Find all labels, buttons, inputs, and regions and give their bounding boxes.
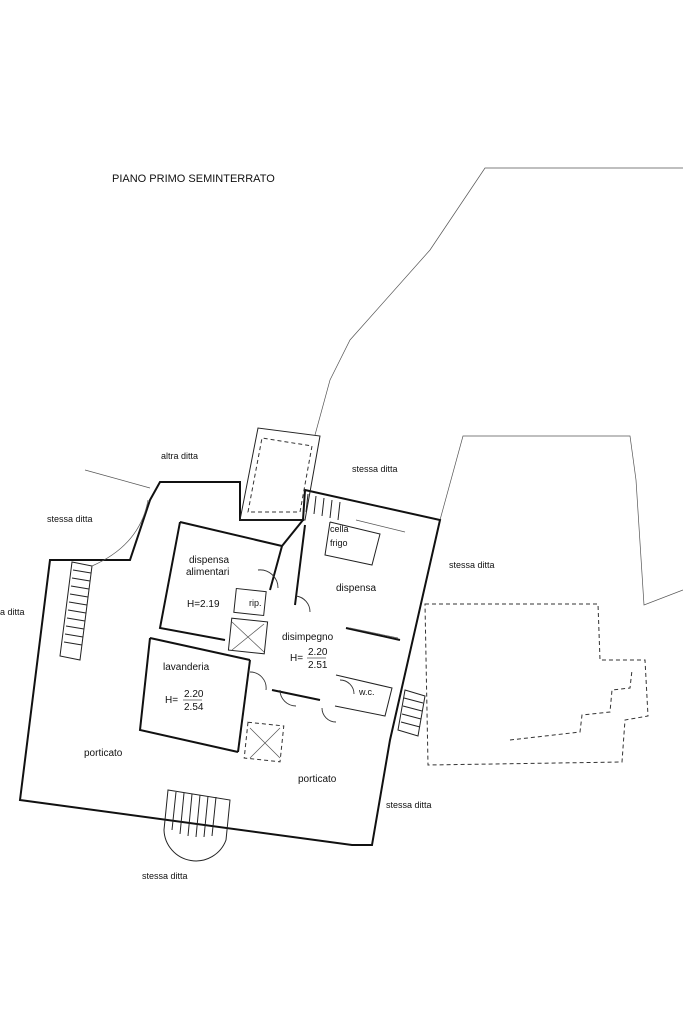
label-lavanderia-h: H= [165, 695, 178, 706]
curved-wall-left [91, 499, 149, 567]
wall-lavanderia-left [138, 637, 239, 753]
stair-top [305, 493, 341, 521]
wall-cella [324, 521, 381, 566]
stair-right [397, 689, 426, 737]
wall-dispensa-bottom [345, 627, 401, 641]
label-dispensa-alimentari-2: alimentari [186, 567, 229, 578]
label-porticato-right: porticato [298, 774, 337, 785]
door-dispensa [295, 595, 311, 613]
label-stessa-ditta-bottom-right: stessa ditta [386, 800, 432, 810]
wall-left-inner [158, 521, 226, 641]
wall-center [281, 519, 304, 547]
label-disimpegno-h: H= [290, 653, 303, 664]
door-porticato [279, 689, 297, 707]
shelf-2 [349, 627, 399, 639]
label-altra-ditta: altra ditta [161, 451, 198, 461]
stair-bottom [163, 789, 231, 862]
label-cella: cella [330, 524, 349, 534]
label-porticato-left: porticato [84, 748, 123, 759]
label-stessa-ditta-far-left: a ditta [0, 607, 25, 617]
label-disimpegno-h-top: 2.20 [308, 647, 328, 658]
fence-left [84, 469, 151, 489]
label-stessa-ditta-left: stessa ditta [47, 514, 93, 524]
label-dispensa-alimentari-h: H=2.19 [187, 599, 220, 610]
right-dashed-inner [509, 669, 633, 741]
label-disimpegno: disimpegno [282, 632, 334, 643]
wall-wc [334, 674, 393, 717]
door-lavanderia [249, 671, 267, 691]
shaft-top [239, 427, 321, 521]
door-disimpegno [321, 707, 337, 723]
wall-lavanderia-right [237, 659, 251, 753]
label-lavanderia: lavanderia [163, 662, 210, 673]
shaft-top-dashed [247, 437, 313, 513]
lift-cross-2 [231, 623, 265, 651]
label-lavanderia-h-top: 2.20 [184, 689, 204, 700]
lift-shaft [227, 617, 269, 655]
wall-disimpegno-bottom [271, 689, 321, 701]
rip-closet [233, 587, 267, 617]
property-boundary-right [439, 435, 683, 606]
door-dispensa-alimentari [257, 569, 279, 589]
wall-dispensa-left [294, 524, 306, 606]
shaft-bottom [243, 721, 285, 763]
property-boundary [314, 167, 683, 436]
shaft-bottom-cross-2 [249, 727, 281, 759]
shelf-1 [355, 519, 406, 533]
label-dispensa-alimentari-1: dispensa [189, 555, 229, 566]
label-frigo: frigo [330, 538, 348, 548]
label-dispensa: dispensa [336, 583, 376, 594]
right-dashed-area [424, 603, 649, 766]
label-stessa-ditta-right: stessa ditta [449, 560, 495, 570]
label-rip: rip. [249, 598, 262, 608]
label-lavanderia-h-bottom: 2.54 [184, 702, 204, 713]
door-wc [339, 679, 355, 695]
label-stessa-ditta-top: stessa ditta [352, 464, 398, 474]
label-stessa-ditta-bottom: stessa ditta [142, 871, 188, 881]
label-wc: w.c. [358, 687, 375, 697]
stair-left [59, 561, 93, 661]
wall-lavanderia-top [149, 637, 251, 661]
label-disimpegno-h-bottom: 2.51 [308, 660, 328, 671]
plan-title: PIANO PRIMO SEMINTERRATO [112, 173, 275, 185]
building-outline [18, 481, 442, 846]
